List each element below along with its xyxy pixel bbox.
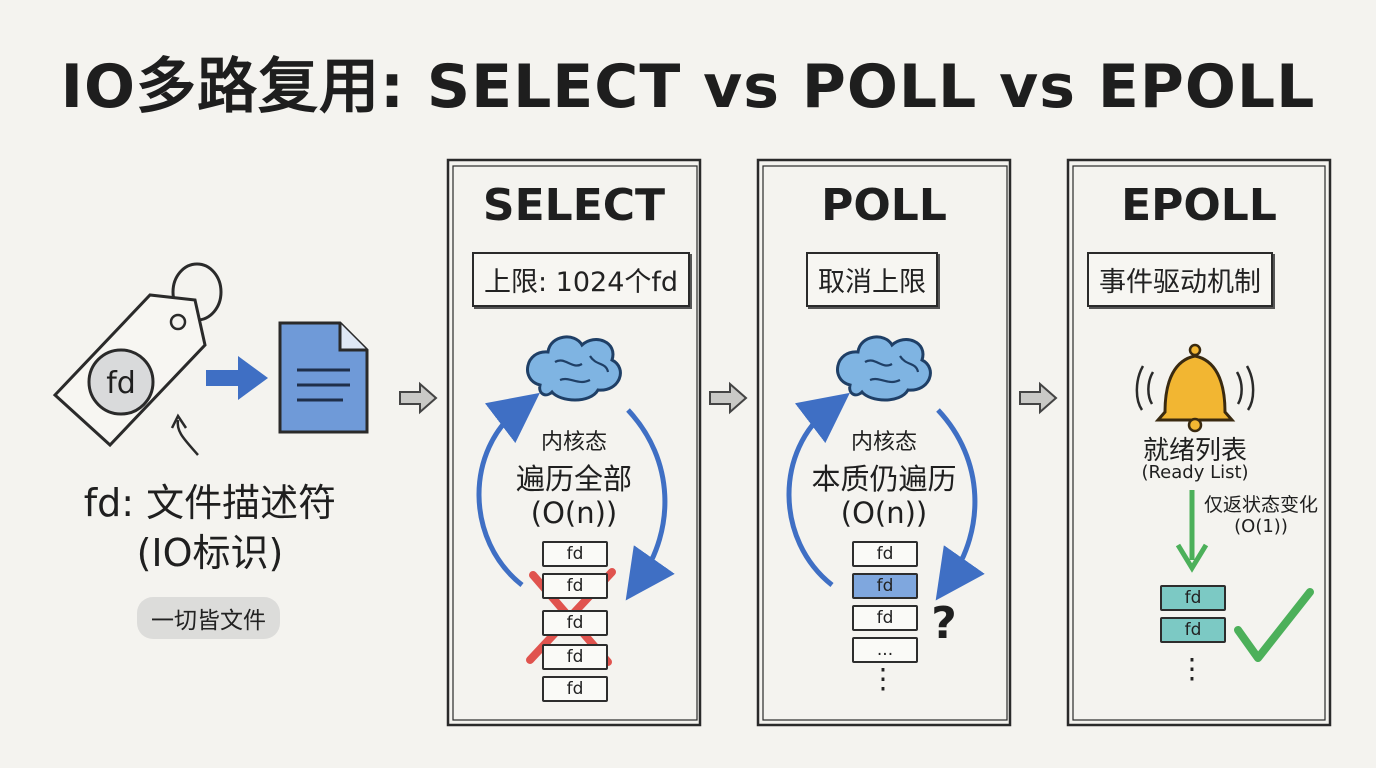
- panel-poll-state: 内核态: [850, 430, 917, 455]
- fd-item: ...: [852, 637, 918, 663]
- panel-poll-frame: [756, 158, 1012, 727]
- page-title: IO多路复用: SELECT vs POLL vs EPOLL: [60, 52, 1316, 122]
- panel-poll-label: 取消上限: [806, 252, 938, 307]
- fd-item: fd: [852, 541, 918, 567]
- fd-item-ready: fd: [1160, 585, 1226, 611]
- more-dots: ⋮: [1178, 652, 1206, 685]
- cycle-arrow-up-icon: [476, 392, 540, 587]
- cycle-arrow-down-icon: [935, 408, 985, 601]
- fd-item: fd: [542, 610, 608, 636]
- arrow-right-icon: [206, 356, 268, 400]
- panel-epoll-title: EPOLL: [1121, 180, 1277, 231]
- panel-select-inner: [452, 165, 698, 721]
- file-document-icon: [278, 321, 369, 434]
- fd-item: fd: [542, 644, 608, 670]
- panel-select-state: 内核态: [540, 430, 607, 455]
- panel-poll-title: POLL: [821, 180, 947, 231]
- fd-item: fd: [852, 605, 918, 631]
- panel-epoll-label: 事件驱动机制: [1087, 252, 1273, 307]
- down-arrow-head: [1175, 543, 1209, 573]
- green-check-icon: [1234, 588, 1314, 662]
- gray-arrow-2: [709, 381, 748, 415]
- fd-item-active: fd: [852, 573, 918, 599]
- fd-caption-line1: fd: 文件描述符: [83, 481, 337, 525]
- ready-list-en: (Ready List): [1141, 462, 1249, 483]
- ready-list-label: 就绪列表: [1142, 436, 1247, 466]
- question-mark: ?: [931, 598, 957, 649]
- fd-tag-icon: [52, 262, 223, 448]
- panel-select-label: 上限: 1024个fd: [472, 252, 691, 307]
- more-dots: ⋮: [869, 662, 897, 695]
- panel-poll-inner: [762, 165, 1008, 721]
- fd-item-ready: fd: [1160, 617, 1226, 643]
- panel-select-title: SELECT: [482, 180, 666, 231]
- fd-item: fd: [542, 573, 608, 599]
- panel-select-frame: [446, 158, 702, 727]
- brain-icon: [836, 335, 932, 402]
- state-change-label: 仅返状态变化: [1203, 494, 1318, 516]
- everything-is-file-pill: 一切皆文件: [137, 597, 280, 639]
- panel-epoll-inner: [1072, 165, 1326, 721]
- fd-item: fd: [542, 541, 608, 567]
- bell-icon: [1135, 343, 1255, 433]
- cycle-arrow-up-icon: [786, 392, 850, 587]
- gray-arrow-1: [399, 381, 438, 415]
- pointer-arrow-head: [170, 413, 188, 429]
- panel-poll-desc: 本质仍遍历: [811, 462, 957, 496]
- pointer-arrow: [176, 419, 199, 456]
- cycle-arrow-down-icon: [625, 408, 675, 601]
- panel-poll-complexity: (O(n)): [840, 496, 928, 530]
- panel-select-desc: 遍历全部: [515, 462, 632, 496]
- brain-icon: [526, 335, 622, 402]
- fd-item: fd: [542, 676, 608, 702]
- fd-tag-label: fd: [106, 366, 136, 401]
- epoll-complexity: (O(1)): [1234, 516, 1288, 537]
- panel-select-complexity: (O(n)): [530, 496, 618, 530]
- gray-arrow-3: [1019, 381, 1058, 415]
- fd-caption-line2: (IO标识): [136, 531, 284, 575]
- panel-epoll-frame: [1066, 158, 1332, 727]
